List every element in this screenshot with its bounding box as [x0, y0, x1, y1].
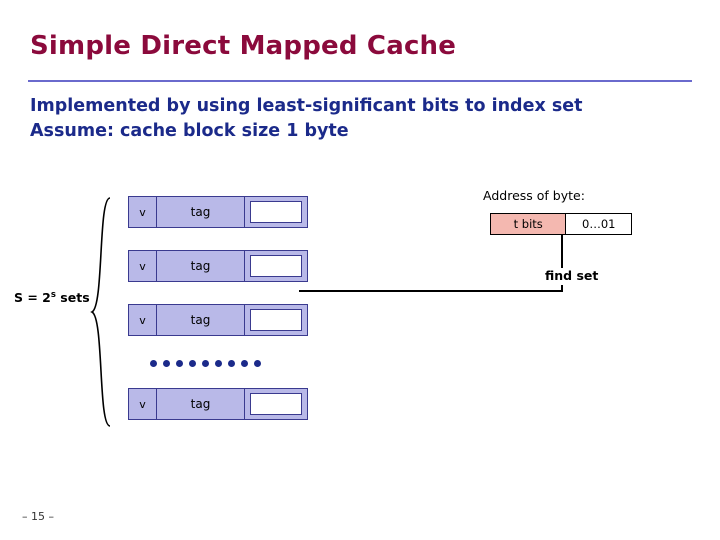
- sets-count-label: S = 2s sets: [14, 290, 90, 306]
- vertical-ellipsis-dots: [150, 360, 261, 367]
- data-cell-inner: [250, 309, 302, 331]
- page-number: – 15 –: [22, 510, 54, 523]
- address-connector-vertical: [561, 235, 563, 268]
- subtitle-line-2: Assume: cache block size 1 byte: [30, 121, 349, 142]
- cache-row: v tag: [128, 250, 308, 282]
- address-connector-horizontal: [299, 290, 563, 292]
- find-set-label: find set: [545, 268, 599, 283]
- valid-bit-cell: v: [129, 305, 157, 335]
- valid-bit-cell: v: [129, 251, 157, 281]
- data-cell-inner: [250, 201, 302, 223]
- data-cell-inner: [250, 393, 302, 415]
- address-caption: Address of byte:: [483, 188, 585, 203]
- tag-cell: tag: [157, 251, 245, 281]
- sets-brace-icon: [90, 197, 111, 427]
- data-cell-inner: [250, 255, 302, 277]
- page-title: Simple Direct Mapped Cache: [30, 31, 457, 61]
- subtitle-line-1: Implemented by using least-significant b…: [30, 96, 583, 116]
- tag-cell: tag: [157, 305, 245, 335]
- data-cell: [245, 251, 307, 281]
- address-segment-index: 0…01: [566, 214, 631, 234]
- address-segment-tag: t bits: [491, 214, 567, 234]
- tag-cell: tag: [157, 197, 245, 227]
- data-cell: [245, 305, 307, 335]
- address-byte-box: t bits 0…01: [490, 213, 632, 235]
- cache-row: v tag: [128, 196, 308, 228]
- cache-row: v tag: [128, 304, 308, 336]
- valid-bit-cell: v: [129, 197, 157, 227]
- tag-cell: tag: [157, 389, 245, 419]
- title-divider: [28, 80, 692, 82]
- cache-row: v tag: [128, 388, 308, 420]
- valid-bit-cell: v: [129, 389, 157, 419]
- subtitle-block: Implemented by using least-significant b…: [30, 94, 690, 145]
- address-connector-vertical-lower: [561, 285, 563, 292]
- data-cell: [245, 197, 307, 227]
- data-cell: [245, 389, 307, 419]
